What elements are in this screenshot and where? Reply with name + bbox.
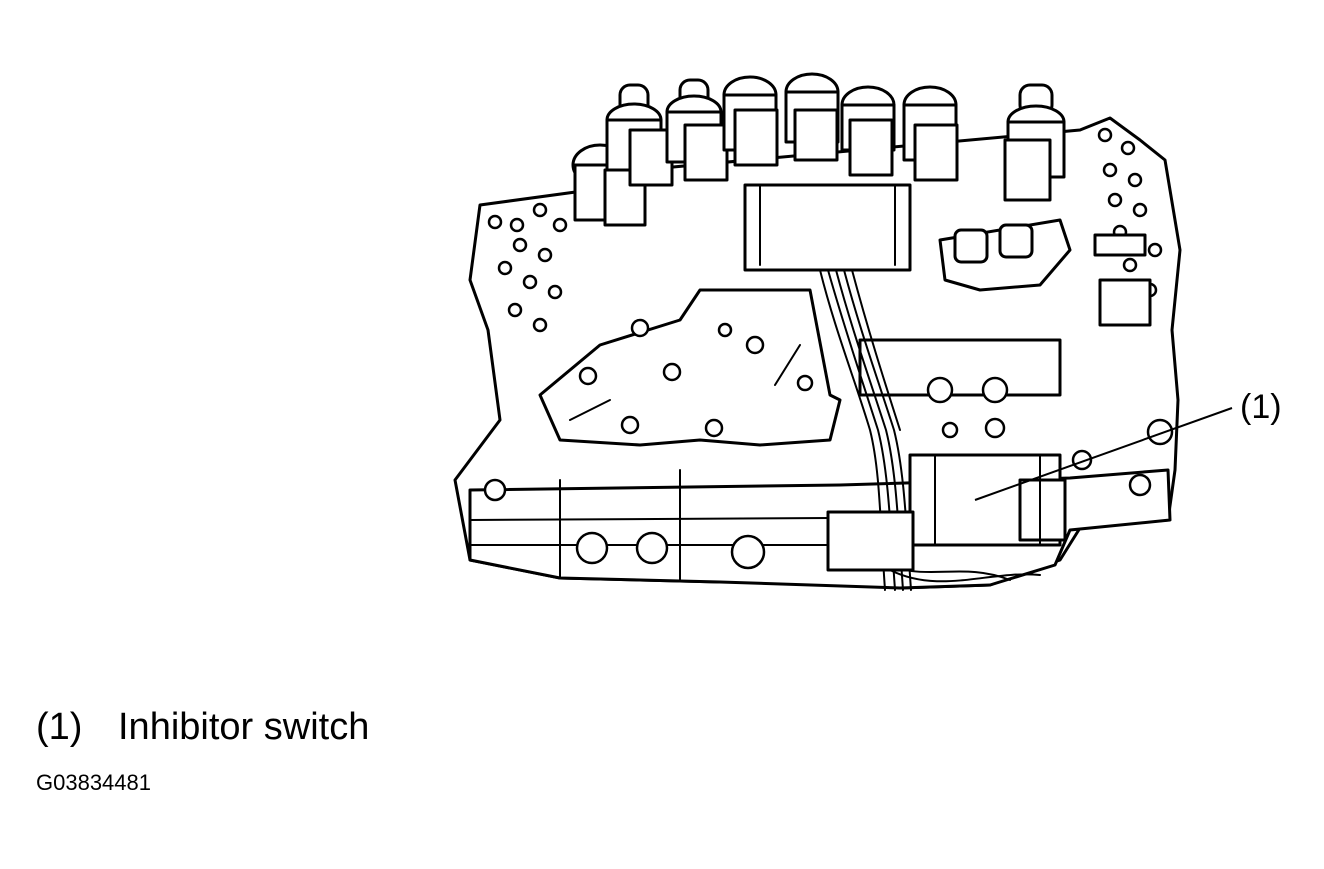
side-cover (538, 288, 842, 447)
shift-solenoids (571, 72, 1066, 227)
cover-bolts (578, 318, 814, 438)
center-valve-bores (858, 338, 1062, 439)
right-plate-holes (1093, 127, 1163, 327)
harness-connector-top (743, 183, 912, 272)
inhibitor-switch (826, 449, 1093, 572)
callout-leader-line (974, 407, 1233, 501)
lower-valve-bores (483, 418, 1174, 570)
callout-number: (1) (1240, 388, 1282, 426)
legend-label: Inhibitor switch (118, 706, 370, 748)
figure-id: G03834481 (36, 770, 151, 795)
left-plate-holes (487, 202, 568, 333)
legend-item: (1) Inhibitor switch (36, 708, 369, 746)
legend-number: (1) (36, 706, 83, 748)
